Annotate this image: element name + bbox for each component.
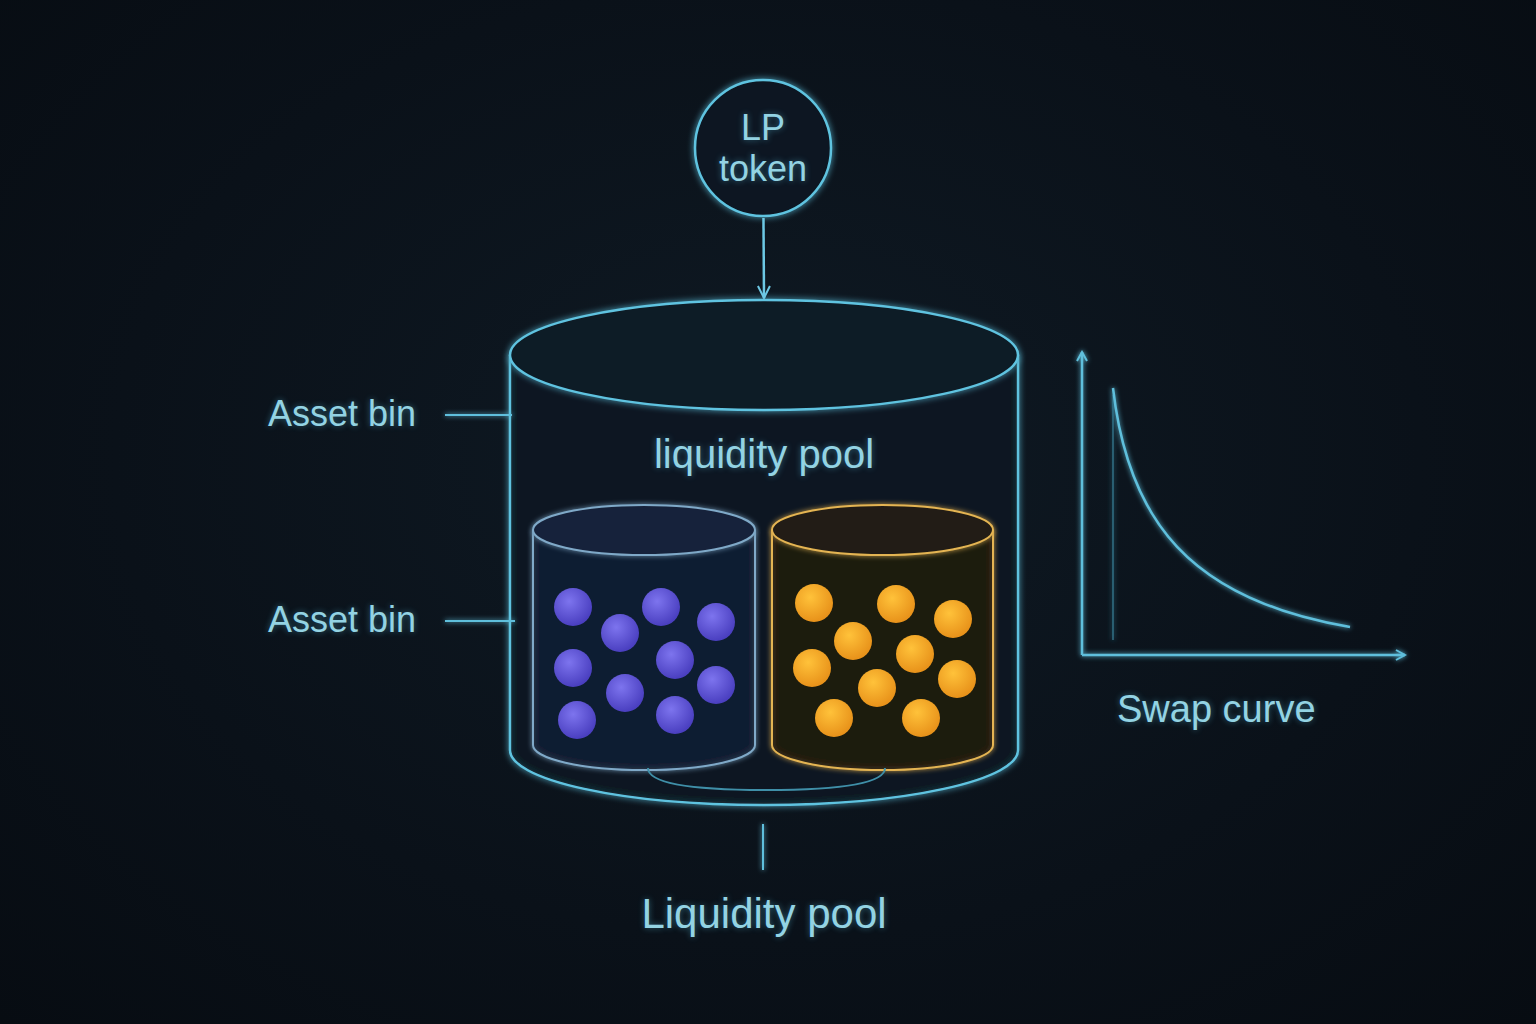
cylinder-body (510, 355, 1018, 805)
swap-curve (1113, 388, 1350, 627)
asset-bin-orange (772, 505, 993, 770)
y-axis (1081, 352, 1084, 655)
node-title: LP token (708, 107, 818, 190)
bin-rim (772, 505, 993, 555)
x-axis (1082, 654, 1405, 657)
node-title: liquidity pool (505, 431, 1023, 477)
part-label: Asset bin (268, 393, 416, 435)
bin-base (648, 768, 885, 790)
purple-tokens (554, 588, 735, 739)
token-circle: LP token (693, 78, 833, 218)
bin-body (772, 530, 993, 770)
node-outline (505, 298, 1023, 958)
part-label: Asset bin (268, 599, 416, 641)
cylinder-top (510, 300, 1018, 410)
bin-body (533, 530, 755, 770)
chart-label: Swap curve (1117, 688, 1316, 731)
swap-curve-chart (1082, 352, 1405, 655)
bin-rim (533, 505, 755, 555)
leader-line (762, 824, 764, 870)
asset-bin-purple (533, 505, 755, 770)
orange-tokens (793, 584, 976, 737)
leader-line (445, 620, 515, 622)
pool-cylinder: liquidity poolLiquidity pool (505, 298, 1023, 958)
node-heading: Liquidity pool (505, 890, 1023, 938)
circle-outline (695, 80, 831, 216)
leader-line (445, 414, 512, 416)
asymptote-line (1112, 395, 1114, 640)
flow-arrow (762, 218, 765, 298)
